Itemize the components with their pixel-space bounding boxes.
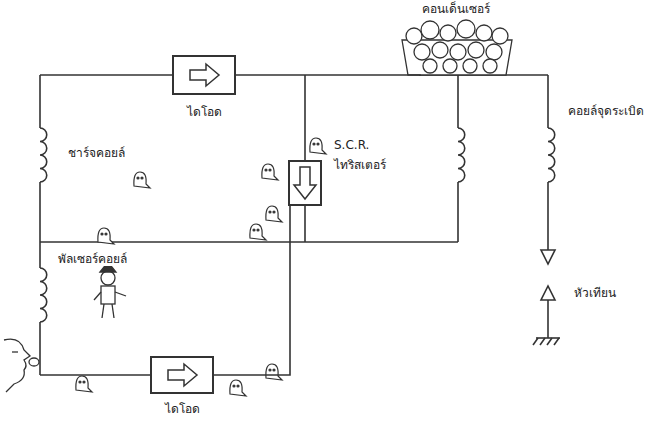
scr-box: S.C.R.ไทริสเตอร์ bbox=[288, 160, 322, 206]
blowing-face bbox=[4, 339, 39, 392]
coil-symbols bbox=[40, 128, 555, 322]
diode-box: ไดโอด bbox=[150, 356, 214, 394]
component-outline bbox=[150, 356, 214, 394]
component-label: ไดโอด bbox=[163, 402, 202, 416]
direction-arrow bbox=[168, 364, 197, 386]
condenser-crowd bbox=[402, 20, 512, 75]
component-label: คอนเด็นเซอร์ bbox=[420, 2, 492, 16]
wires bbox=[40, 75, 548, 375]
diode-box: ไดโอด bbox=[172, 55, 236, 95]
part-name: คอยล์จุดระเบิด bbox=[566, 104, 646, 118]
direction-arrow bbox=[190, 64, 219, 86]
direction-arrow bbox=[294, 167, 316, 199]
part-name: พัลเซอร์คอยล์ bbox=[56, 252, 129, 266]
component-outline bbox=[172, 55, 236, 95]
charge-ghosts bbox=[76, 138, 326, 396]
component-outline bbox=[288, 160, 322, 206]
part-name: หัวเทียน bbox=[572, 286, 618, 300]
component-label: S.C.R. bbox=[332, 138, 371, 152]
component-label: ไทริสเตอร์ bbox=[332, 158, 388, 172]
condenser-group: คอนเด็นเซอร์ bbox=[400, 2, 512, 76]
component-label: ไดโอด bbox=[185, 105, 224, 119]
part-name: ชาร์จคอยล์ bbox=[66, 146, 127, 160]
pulser-figure bbox=[94, 262, 126, 318]
spark-plug-symbol bbox=[533, 250, 560, 345]
wire bbox=[214, 206, 290, 375]
wire bbox=[236, 75, 420, 76]
